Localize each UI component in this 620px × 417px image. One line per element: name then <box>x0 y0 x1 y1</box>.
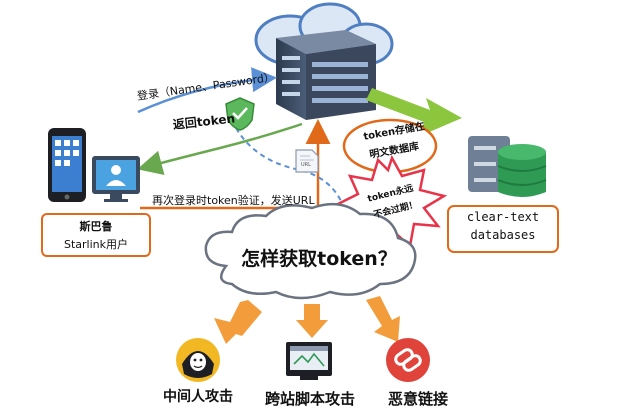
server-icon <box>276 30 376 120</box>
link-icon <box>386 338 430 382</box>
database-label-line2: databases <box>470 228 536 242</box>
relogin-verify-label: 再次登录时token验证，发送URL <box>152 194 315 207</box>
arrow-to-mitm <box>214 300 262 344</box>
attack-malicious-link-label: 恶意链接 <box>387 390 448 408</box>
attack-xss-label: 跨站脚本攻击 <box>264 390 355 408</box>
shield-check-icon <box>225 97 255 131</box>
hacker-icon <box>176 338 220 382</box>
user-name-line2: Starlink用户 <box>63 238 128 251</box>
user-name-line1: 斯巴鲁 <box>79 220 113 233</box>
question-label: 怎样获取token？ <box>241 248 397 270</box>
question-cloud <box>204 202 417 300</box>
arrow-return-token <box>137 122 303 175</box>
arrow-login <box>137 67 277 114</box>
database-label-line1: clear-text <box>466 210 540 224</box>
arrow-dashed-url <box>231 119 355 226</box>
arrow-to-link <box>366 296 400 342</box>
document-icon <box>295 149 319 173</box>
database-label-box <box>447 205 559 253</box>
attack-mitm-label: 中间人攻击 <box>163 389 233 405</box>
user-label-box <box>41 213 151 257</box>
monitor-user-icon <box>92 156 140 202</box>
smartphone-icon <box>48 128 86 202</box>
database-icon <box>468 136 547 197</box>
arrow-to-database <box>366 88 462 136</box>
url-doc-label: URL <box>301 162 311 168</box>
arrow-to-xss <box>296 304 328 338</box>
browser-window-icon <box>286 342 332 380</box>
